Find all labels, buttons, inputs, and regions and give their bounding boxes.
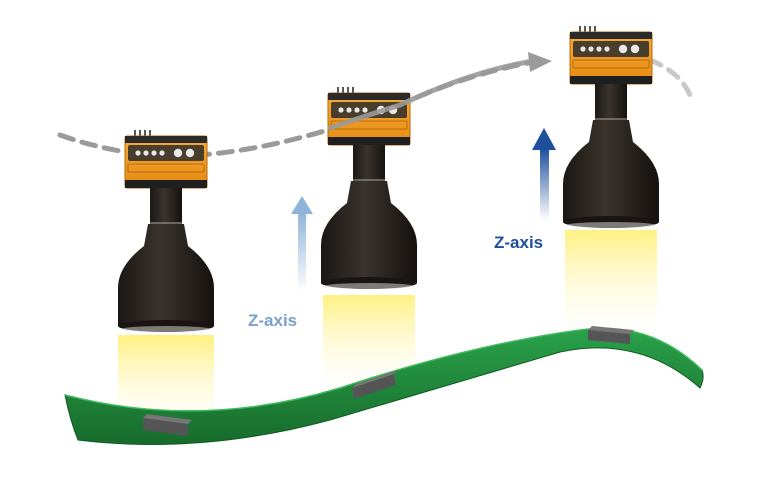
camera-icon [562, 25, 660, 229]
z-axis-label-right: Z-axis [494, 233, 543, 252]
z-axis-arrow-icon [291, 196, 313, 214]
component-middle [352, 370, 398, 399]
component-right [588, 326, 634, 344]
z-axis-arrow-right [532, 128, 556, 220]
z-axis-arrow-left [291, 196, 313, 292]
z-axis-label-left: Z-axis [248, 311, 297, 330]
motion-path-arrow-icon [528, 52, 552, 72]
camera-right [562, 25, 660, 229]
motion-path-tail [647, 57, 693, 98]
camera-left [117, 129, 215, 333]
component-left [143, 414, 192, 436]
light-beam-right [565, 230, 657, 335]
motion-path-overlay [327, 59, 531, 131]
camera-icon [117, 129, 215, 333]
z-axis-arrow-icon [532, 128, 556, 150]
